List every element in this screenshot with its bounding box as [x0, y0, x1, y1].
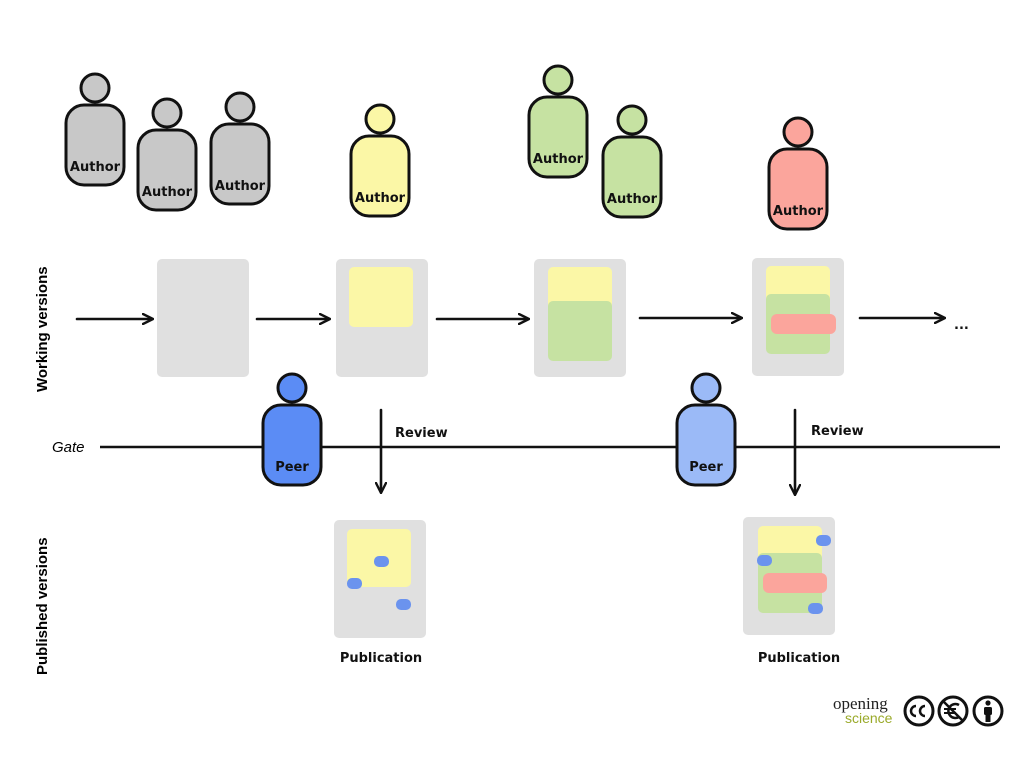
peer-figure-1: Peer — [261, 372, 323, 487]
author-label: Author — [142, 185, 193, 200]
author-head — [364, 103, 396, 135]
review-comment-dot — [816, 535, 831, 546]
attribution-icon — [972, 695, 1004, 727]
author-head — [782, 116, 814, 148]
green-contribution — [548, 301, 612, 361]
peer-head — [690, 372, 722, 404]
author-label: Author — [773, 204, 824, 219]
author-body — [527, 95, 589, 179]
non-commercial-icon — [937, 695, 969, 727]
published-version-2 — [743, 517, 835, 635]
author-label: Author — [355, 191, 406, 206]
author-body — [601, 135, 663, 219]
working-version-4 — [752, 258, 844, 376]
working-versions-label: Working versions — [34, 266, 51, 392]
peer-label: Peer — [275, 460, 309, 475]
working-version-1 — [157, 259, 249, 377]
author-figure-6: Author — [601, 104, 663, 219]
publication-label-2: Publication — [758, 651, 840, 666]
publication-label-1: Publication — [340, 651, 422, 666]
author-label: Author — [215, 179, 266, 194]
logo-text-science: science — [845, 710, 893, 726]
author-figure-1: Author — [64, 72, 126, 187]
author-body — [209, 122, 271, 206]
author-label: Author — [607, 192, 658, 207]
review-label-2: Review — [811, 424, 864, 439]
peer-head — [276, 372, 308, 404]
gate-label: Gate — [52, 439, 85, 456]
review-label-1: Review — [395, 426, 448, 441]
continuation-ellipsis: ... — [954, 318, 969, 333]
peer-figure-2: Peer — [675, 372, 737, 487]
review-comment-dot — [347, 578, 362, 589]
peer-body — [261, 403, 323, 487]
author-body — [349, 134, 411, 218]
author-head — [224, 91, 256, 123]
author-label: Author — [70, 160, 121, 175]
author-body — [767, 147, 829, 231]
review-comment-dot — [374, 556, 389, 567]
author-figure-2: Author — [136, 97, 198, 212]
working-arrows — [75, 318, 944, 319]
creative-commons-icon — [903, 695, 935, 727]
author-head — [151, 97, 183, 129]
red-contribution — [763, 573, 827, 593]
working-version-3 — [534, 259, 626, 377]
author-figure-7: Author — [767, 116, 829, 231]
author-body — [64, 103, 126, 187]
author-head — [79, 72, 111, 104]
logo-text-opening: opening — [833, 694, 888, 713]
author-label: Author — [533, 152, 584, 167]
author-head — [542, 64, 574, 96]
opening-science-logo: opening science — [833, 694, 893, 726]
yellow-contribution — [349, 267, 413, 327]
author-figure-3: Author — [209, 91, 271, 206]
published-versions-label: Published versions — [34, 537, 51, 675]
published-version-1 — [334, 520, 426, 638]
working-version-2 — [336, 259, 428, 377]
author-figure-5: Author — [527, 64, 589, 179]
red-contribution — [771, 314, 836, 334]
author-body — [136, 128, 198, 212]
peer-label: Peer — [689, 460, 723, 475]
review-comment-dot — [396, 599, 411, 610]
review-comment-dot — [757, 555, 772, 566]
review-comment-dot — [808, 603, 823, 614]
author-figure-4: Author — [349, 103, 411, 218]
document-page — [157, 259, 249, 377]
peer-body — [675, 403, 737, 487]
author-head — [616, 104, 648, 136]
